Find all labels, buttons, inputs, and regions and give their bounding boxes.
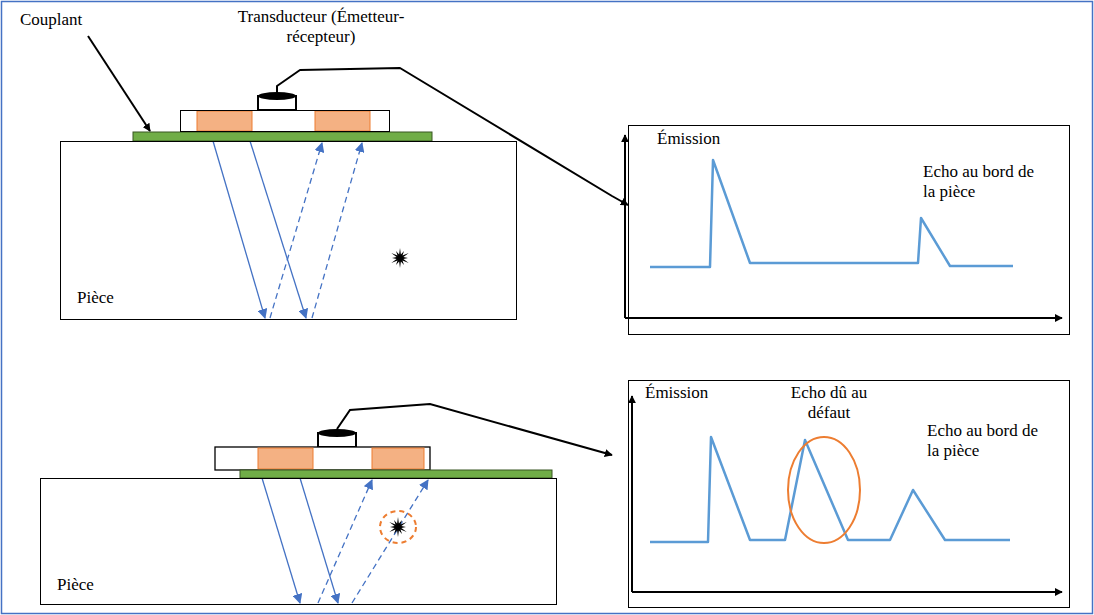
couplant-layer xyxy=(133,132,432,141)
x-axis xyxy=(632,591,1062,593)
transducer-label: Transducteur (Émetteur-récepteur) xyxy=(221,7,421,46)
leader-line xyxy=(88,36,150,131)
echo-label: Echo au bord de la pièce xyxy=(927,421,1045,460)
y-axis xyxy=(624,135,626,318)
couplant-layer xyxy=(240,470,552,478)
echo-ray xyxy=(352,480,428,603)
test-piece: Pièce xyxy=(40,478,557,605)
y-axis xyxy=(631,396,633,592)
test-piece: Pièce xyxy=(60,141,517,320)
piezo-element xyxy=(315,111,370,131)
transducer-body xyxy=(180,110,390,132)
piece-label: Pièce xyxy=(77,288,114,308)
piezo-element xyxy=(258,448,313,469)
echo-ray xyxy=(270,143,322,318)
echo-label: Echo dû au défaut xyxy=(779,383,879,422)
couplant-label: Couplant xyxy=(20,10,82,30)
connector-cap xyxy=(318,429,356,437)
transducer-housing: Transducteur (Émetteur-récepteur) xyxy=(180,110,390,132)
echo-label: Echo au bord de la pièce xyxy=(923,162,1041,201)
emitted-ray xyxy=(262,478,300,603)
piezo-element xyxy=(197,111,252,131)
defect-highlight xyxy=(380,511,416,543)
emitted-ray xyxy=(300,478,338,603)
signal-cable xyxy=(337,404,612,455)
emitted-ray xyxy=(250,141,306,318)
connector-cap xyxy=(258,92,296,100)
signal-panel: ÉmissionEcho au bord de la pièce xyxy=(628,125,1070,335)
defect xyxy=(389,517,406,537)
piezo-element xyxy=(372,448,424,469)
echo-highlight xyxy=(788,437,860,543)
echo-ray xyxy=(312,143,362,318)
defect xyxy=(391,248,408,268)
signal-panel: Émission Echo dû au défautEcho au bord de… xyxy=(628,380,1070,608)
x-axis xyxy=(625,317,1062,319)
transducer-body xyxy=(215,447,430,470)
piece-label: Pièce xyxy=(57,575,94,595)
signal-label: Émission xyxy=(657,129,720,149)
emitted-ray xyxy=(213,141,265,318)
signal-label: Émission xyxy=(645,383,708,403)
